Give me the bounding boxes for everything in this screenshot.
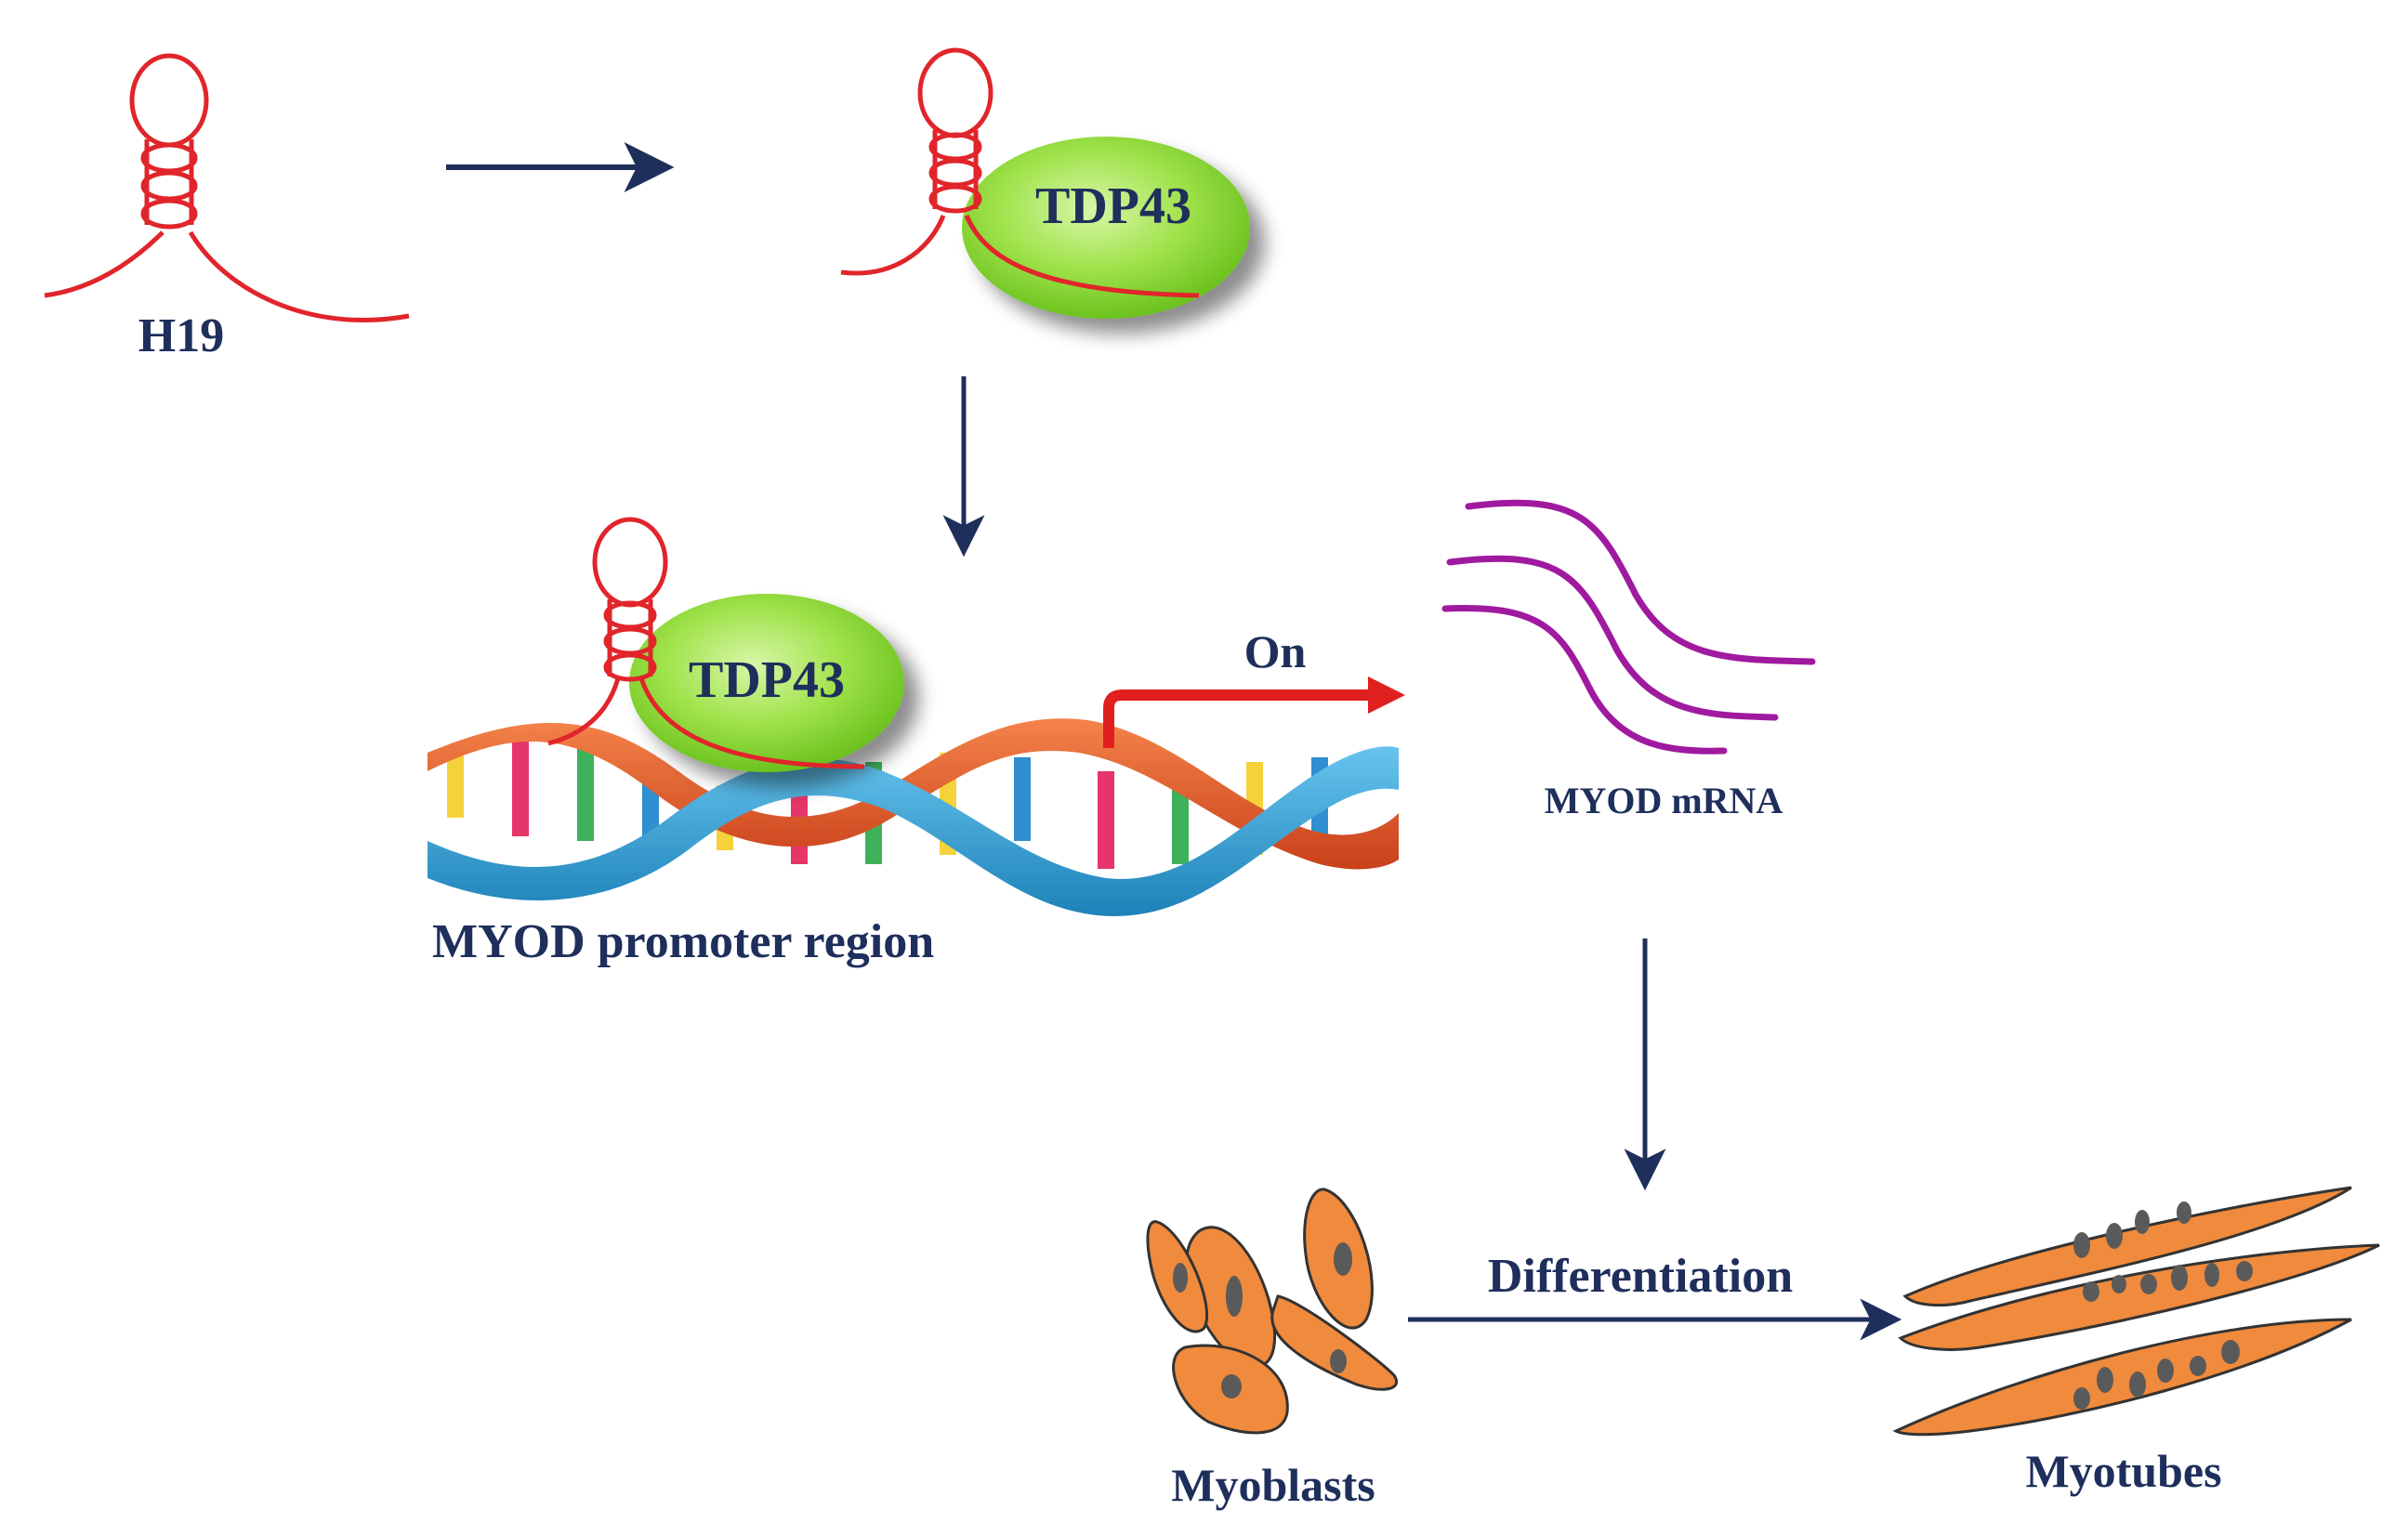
on-arrow-icon	[1103, 676, 1405, 748]
tdp43-label-bottom: TDP43	[689, 651, 845, 709]
tdp43-complex-top	[840, 47, 1250, 319]
mrna-strands-icon	[1441, 499, 1816, 755]
tdp43-protein-icon	[629, 594, 904, 772]
tdp43-complex-bottom	[547, 517, 904, 772]
myoblast-cell-icon	[1146, 1188, 1398, 1435]
tdp43-label-top: TDP43	[1035, 177, 1191, 235]
differentiation-label: Differentiation	[1488, 1250, 1793, 1303]
myod-promoter-label: MYOD promoter region	[432, 915, 934, 968]
dna-helix-icon	[428, 718, 1399, 916]
myod-mrna-label: MYOD mRNA	[1545, 780, 1783, 821]
h19-label: H19	[138, 309, 224, 362]
myotubes-label: Myotubes	[2025, 1445, 2221, 1497]
myoblasts-label: Myoblasts	[1171, 1459, 1375, 1511]
on-label: On	[1244, 625, 1307, 677]
myotube-cell-icon	[1892, 1186, 2380, 1437]
h19-rna-hairpin-icon	[44, 53, 410, 322]
